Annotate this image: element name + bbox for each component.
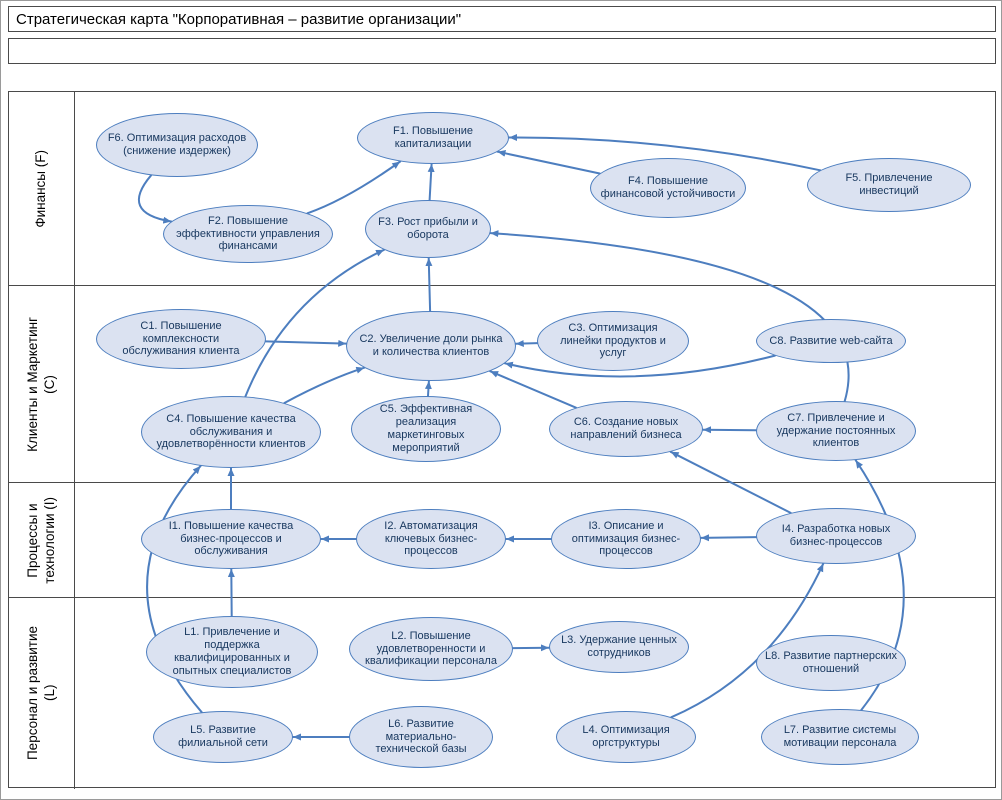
node-C1[interactable]: C1. Повышение комплексности обслуживания… (96, 309, 266, 369)
node-L3[interactable]: L3. Удержание ценных сотрудников (549, 621, 689, 673)
row-label-C: Клиенты и Маркетинг (С) (9, 286, 75, 482)
node-I1[interactable]: I1. Повышение качества бизнес-процессов … (141, 509, 321, 569)
node-label: C1. Повышение комплексности обслуживания… (122, 319, 240, 358)
node-label: L4. Оптимизация оргструктуры (582, 724, 670, 749)
row-label-F: Финансы (F) (9, 92, 75, 285)
node-L5[interactable]: L5. Развитие филиальной сети (153, 711, 293, 763)
node-label: L3. Удержание ценных сотрудников (561, 634, 677, 659)
node-label: L8. Развитие партнерских отношений (765, 650, 897, 675)
node-L2[interactable]: L2. Повышение удовлетворенности и квалиф… (349, 617, 513, 681)
node-C4[interactable]: C4. Повышение качества обслуживания и уд… (141, 396, 321, 468)
row-label-I: Процессы и технологии (I) (9, 483, 75, 597)
perspective-row-L: Персонал и развитие (L) (9, 597, 995, 789)
node-I3[interactable]: I3. Описание и оптимизация бизнес-процес… (551, 509, 701, 569)
node-label: C2. Увеличение доли рынка и количества к… (359, 333, 503, 358)
perspective-row-I: Процессы и технологии (I) (9, 482, 995, 597)
node-C7[interactable]: C7. Привлечение и удержание постоянных к… (756, 401, 916, 461)
node-L7[interactable]: L7. Развитие системы мотивации персонала (761, 709, 919, 765)
node-C2[interactable]: C2. Увеличение доли рынка и количества к… (346, 311, 516, 381)
node-L4[interactable]: L4. Оптимизация оргструктуры (556, 711, 696, 763)
node-F2[interactable]: F2. Повышение эффективности управления ф… (163, 205, 333, 263)
node-label: C4. Повышение качества обслуживания и уд… (156, 412, 306, 451)
node-label: L7. Развитие системы мотивации персонала (783, 724, 897, 749)
perspective-row-F: Финансы (F) (9, 92, 995, 285)
node-label: L6. Развитие материально-технической баз… (375, 717, 467, 756)
node-F6[interactable]: F6. Оптимизация расходов (снижение издер… (96, 113, 258, 177)
subtitle-bar (8, 38, 996, 64)
node-label: I2. Автоматизация ключевых бизнес-процес… (384, 519, 478, 558)
node-label: I4. Разработка новых бизнес-процессов (781, 523, 891, 548)
row-label-L: Персонал и развитие (L) (9, 598, 75, 789)
node-F5[interactable]: F5. Привлечение инвестиций (807, 158, 971, 212)
node-label: F1. Повышение капитализации (392, 125, 473, 150)
node-C8[interactable]: C8. Развитие web-сайта (756, 319, 906, 363)
node-I4[interactable]: I4. Разработка новых бизнес-процессов (756, 508, 916, 564)
node-label: F6. Оптимизация расходов (снижение издер… (107, 132, 247, 157)
node-label: F5. Привлечение инвестиций (845, 172, 933, 197)
node-C5[interactable]: C5. Эффективная реализация маркетинговых… (351, 396, 501, 462)
node-L6[interactable]: L6. Развитие материально-технической баз… (349, 706, 493, 768)
node-label: L5. Развитие филиальной сети (178, 724, 268, 749)
node-C3[interactable]: C3. Оптимизация линейки продуктов и услу… (537, 311, 689, 371)
node-label: F3. Рост прибыли и оборота (378, 216, 478, 241)
node-L8[interactable]: L8. Развитие партнерских отношений (756, 635, 906, 691)
node-label: C8. Развитие web-сайта (769, 334, 893, 347)
node-L1[interactable]: L1. Привлечение и поддержка квалифициров… (146, 616, 318, 688)
title-bar: Стратегическая карта "Корпоративная – ра… (8, 6, 996, 32)
node-label: L2. Повышение удовлетворенности и квалиф… (365, 629, 497, 668)
node-label: F4. Повышение финансовой устойчивости (600, 175, 736, 200)
node-label: C5. Эффективная реализация маркетинговых… (379, 403, 473, 454)
map-title: Стратегическая карта "Корпоративная – ра… (16, 10, 462, 28)
node-F4[interactable]: F4. Повышение финансовой устойчивости (590, 158, 746, 218)
node-label: C7. Привлечение и удержание постоянных к… (776, 411, 896, 450)
node-F1[interactable]: F1. Повышение капитализации (357, 112, 509, 164)
node-C6[interactable]: C6. Создание новых направлений бизнеса (549, 401, 703, 457)
node-label: I1. Повышение качества бизнес-процессов … (168, 519, 294, 558)
node-label: F2. Повышение эффективности управления ф… (176, 214, 320, 253)
node-F3[interactable]: F3. Рост прибыли и оборота (365, 200, 491, 258)
node-label: C6. Создание новых направлений бизнеса (570, 416, 682, 441)
node-label: C3. Оптимизация линейки продуктов и услу… (560, 321, 666, 360)
node-I2[interactable]: I2. Автоматизация ключевых бизнес-процес… (356, 509, 506, 569)
node-label: I3. Описание и оптимизация бизнес-процес… (571, 519, 681, 558)
node-label: L1. Привлечение и поддержка квалифициров… (172, 626, 292, 677)
